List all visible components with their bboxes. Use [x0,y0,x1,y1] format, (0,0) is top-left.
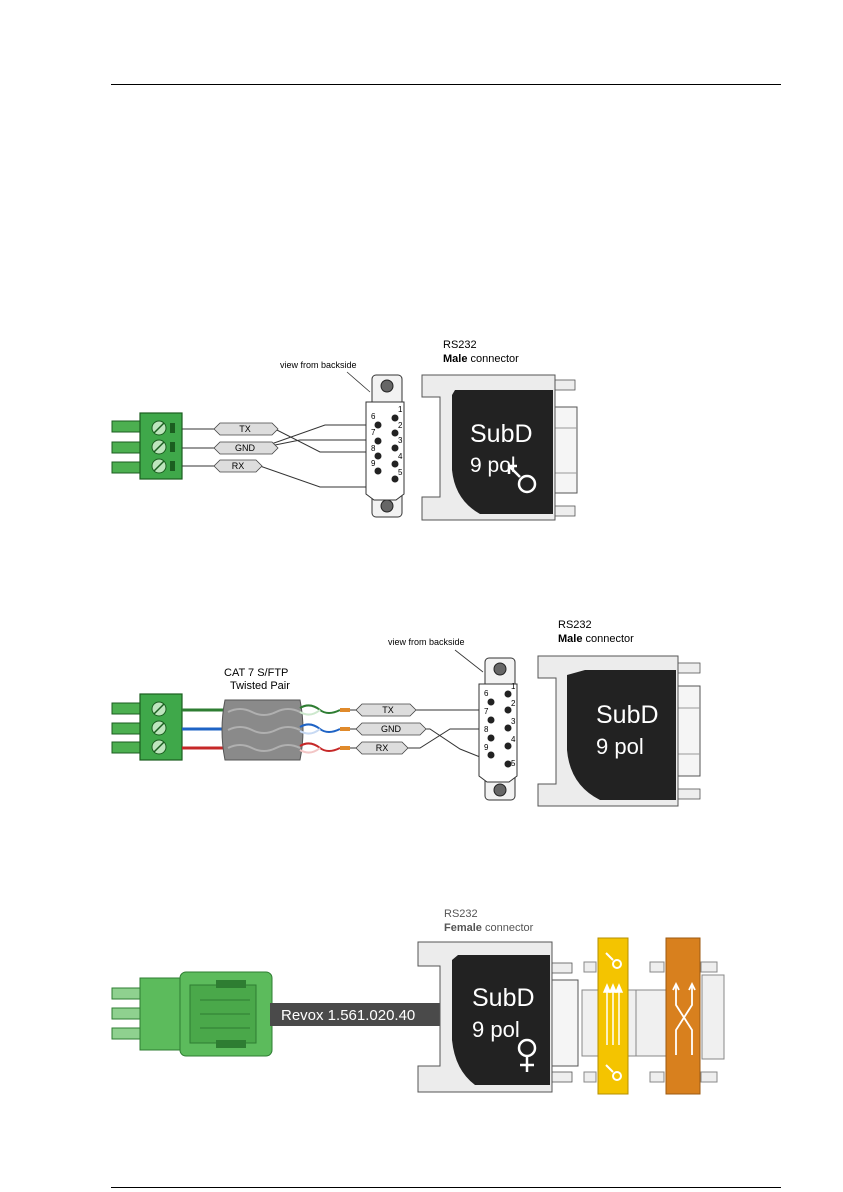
screw-icon [494,663,506,675]
connector-standard-label: RS232 [558,619,592,631]
wire-labels: TX GND RX [356,704,426,754]
cable-type-sublabel: Twisted Pair [230,680,290,692]
db9-backside-pinout: 1 2 3 4 5 6 7 8 9 [366,375,404,517]
svg-text:1: 1 [398,405,403,414]
db9-backside-pinout: 1 2 3 4 5 6 7 8 9 [479,658,517,800]
view-from-backside-label: view from backside [388,637,465,647]
connector-type-label: Male connector [443,353,519,365]
svg-text:8: 8 [371,444,376,453]
wire-label-gnd: GND [235,443,256,453]
wires [182,425,370,487]
connector-standard-label: RS232 [444,908,478,920]
null-modem-adapter [636,938,724,1094]
svg-text:6: 6 [371,412,376,421]
svg-text:9: 9 [484,743,489,752]
terminal-block-connector [112,413,182,479]
screw-icon [381,380,393,392]
svg-text:4: 4 [398,452,403,461]
terminal-block-connector [112,694,182,760]
diagram-rs232-cat7: CAT 7 S/FTP Twisted Pair TX GND RX view … [0,615,843,815]
subd-label: SubD [472,984,535,1012]
svg-text:8: 8 [484,725,489,734]
terminal-block-connector [112,972,272,1056]
arrows-up-icon [604,985,622,1045]
wire-label-rx: RX [232,461,245,471]
subd-9-pol-plug: SubD 9 pol [422,375,577,520]
svg-text:6: 6 [484,689,489,698]
diagram-rs232-revox-cable: Revox 1.561.020.40 RS232 Female connecto… [0,905,843,1105]
subd-label: SubD [470,420,533,448]
screw-icon [494,784,506,796]
subd-label: SubD [596,701,659,729]
wire-label-rx: RX [376,743,389,753]
diagram-rs232-direct: TX GND RX view from backside 1 2 3 4 5 6… [0,335,843,535]
cable-part-label: Revox 1.561.020.40 [281,1007,415,1024]
svg-text:7: 7 [484,707,489,716]
svg-text:2: 2 [511,699,516,708]
wire-label-tx: TX [239,424,251,434]
svg-text:1: 1 [511,682,516,691]
svg-text:3: 3 [398,436,403,445]
view-from-backside-label: view from backside [280,360,357,370]
header-rule [111,84,781,85]
svg-text:4: 4 [511,735,516,744]
svg-text:2: 2 [398,421,403,430]
pol-label: 9 pol [596,734,644,759]
svg-text:5: 5 [398,468,403,477]
wire-label-gnd: GND [381,724,402,734]
wires [350,710,500,765]
footer-rule [111,1187,781,1188]
subd-9-pol-plug: SubD 9 pol [538,656,700,806]
svg-text:5: 5 [511,759,516,768]
connector-standard-label: RS232 [443,339,477,351]
pol-label: 9 pol [472,1017,520,1042]
connector-type-label: Male connector [558,633,634,645]
screw-icon [381,500,393,512]
cable-type-label: CAT 7 S/FTP [224,667,288,679]
svg-text:3: 3 [511,717,516,726]
svg-text:7: 7 [371,428,376,437]
wire-labels: TX GND RX [214,423,278,472]
svg-text:9: 9 [371,459,376,468]
gender-changer-adapter [582,938,636,1094]
wire-label-tx: TX [382,705,394,715]
cat7-twisted-pair-cable [182,700,350,760]
connector-type-label: Female connector [444,922,534,934]
subd-9-pol-socket: SubD 9 pol [418,942,578,1092]
